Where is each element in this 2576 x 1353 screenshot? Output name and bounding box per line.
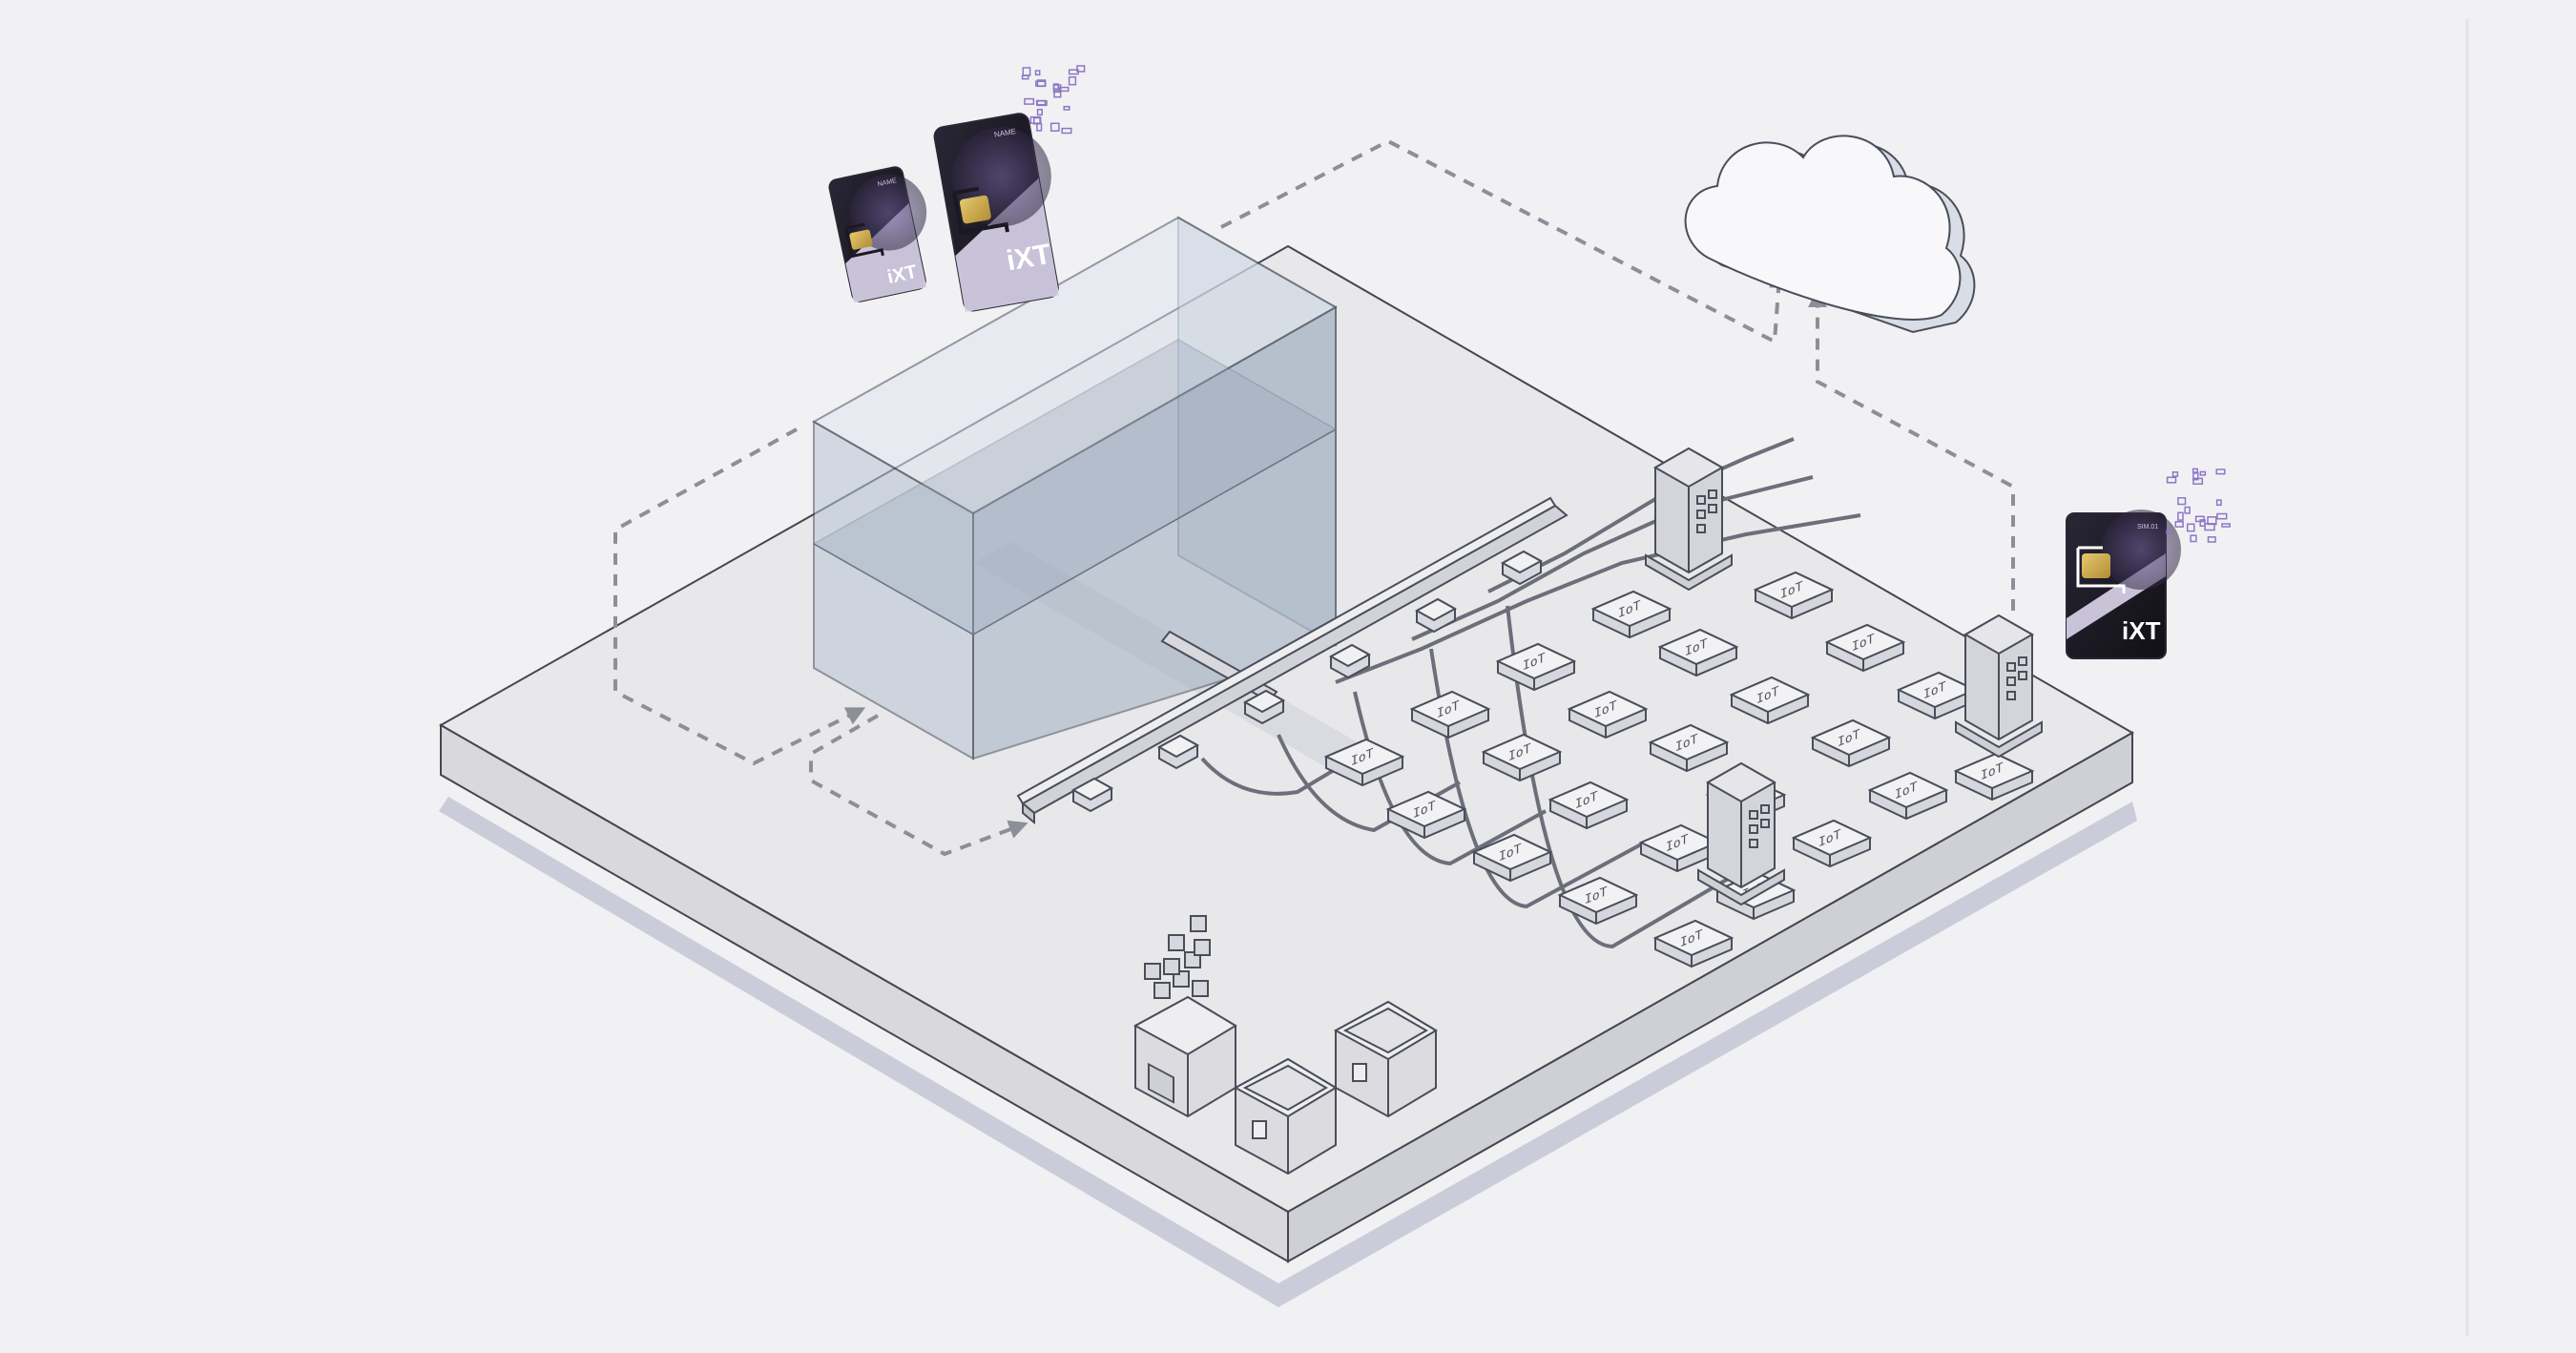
module-icon: IoT [1648, 723, 1730, 773]
bus-joint [1500, 550, 1544, 586]
bus-joint [1156, 734, 1200, 770]
module-icon: IoT [1753, 571, 1835, 620]
sim-small-text: NAME [993, 127, 1016, 139]
module-icon: IoT [1481, 733, 1563, 782]
data-bits-right [2166, 468, 2231, 543]
data-bit [2184, 506, 2191, 514]
data-bit [1052, 84, 1062, 94]
bus-joint [1414, 597, 1458, 634]
module-icon: IoT [1495, 642, 1577, 692]
sim-card-icon: iXT SIM.01 [2066, 510, 2181, 659]
data-bit [1063, 105, 1070, 111]
iot-module-grid: IoT IoT IoT IoT IoT IoT IoT IoT IoT IoT … [1323, 571, 2035, 968]
data-bit [2215, 499, 2222, 507]
buildings [1645, 447, 2043, 906]
module-icon: IoT [1567, 690, 1649, 739]
sim-card-icon: iXT NAME [933, 113, 1060, 313]
module-icon: IoT [1548, 781, 1630, 830]
flow-line-from-sim [1808, 288, 2015, 611]
module-icon: IoT [1652, 919, 1735, 968]
module-icon: IoT [1824, 623, 1906, 673]
storage-group [1132, 915, 1438, 1176]
data-bit [2166, 530, 2172, 534]
data-bit [2190, 534, 2197, 543]
data-bit [2204, 523, 2215, 531]
bus-joints [1070, 550, 1544, 813]
module-icon: IoT [1896, 671, 1978, 720]
data-bit [2177, 511, 2184, 521]
data-bit [1058, 86, 1070, 93]
data-bit [1035, 99, 1047, 106]
storage-bin-icon [1132, 915, 1237, 1118]
module-icon: IoT [1471, 833, 1553, 883]
flow-line-to-bus [809, 714, 1028, 857]
sim-card-icon: iXT NAME [828, 166, 927, 303]
data-bit [1035, 80, 1047, 87]
sim-brand-text: iXT [1004, 239, 1053, 278]
module-icon: IoT [1409, 690, 1491, 739]
data-bit [2174, 521, 2184, 528]
data-bit [1034, 70, 1041, 76]
data-bit [2221, 523, 2231, 528]
container-box-icon [1233, 1057, 1338, 1176]
data-bit [2177, 497, 2187, 506]
sim-small-text: SIM.01 [2137, 524, 2158, 531]
data-bit [1068, 76, 1077, 86]
data-bit [1036, 122, 1043, 132]
data-bit [1076, 65, 1086, 73]
data-bit [2207, 536, 2216, 543]
data-bit [1061, 127, 1072, 135]
data-bus-rail [1016, 496, 1568, 825]
data-bit [2192, 472, 2199, 481]
data-bit [1036, 108, 1043, 116]
module-icon: IoT [1953, 752, 2035, 801]
flow-line-to-cloud [1220, 138, 1789, 345]
building-icon [1645, 447, 1733, 592]
module-icon: IoT [1867, 771, 1949, 821]
cloud-icon [1684, 135, 1976, 334]
module-icon: IoT [1590, 590, 1672, 639]
data-bit [1024, 97, 1035, 105]
bus-joint [1242, 689, 1286, 725]
data-bit [2166, 476, 2177, 484]
module-icon: IoT [1657, 628, 1739, 677]
module-icon: IoT [1638, 823, 1720, 873]
module-icon: IoT [1557, 876, 1639, 926]
data-bit [1022, 67, 1031, 76]
data-bit [2199, 519, 2206, 528]
bus-joint [1328, 643, 1372, 679]
module-icon: IoT [1791, 819, 1873, 868]
data-bit [1021, 74, 1029, 80]
data-bit [1049, 122, 1060, 132]
module-icon: IoT [1810, 718, 1892, 768]
module-icon: IoT [1385, 790, 1467, 840]
data-bit [2215, 468, 2226, 475]
data-bit [1053, 90, 1062, 98]
data-bit [2186, 523, 2195, 532]
module-icon: IoT [1729, 676, 1811, 725]
data-bit [2216, 512, 2228, 520]
building-icon [1955, 614, 2043, 759]
building-icon [1697, 761, 1785, 906]
data-bit [1029, 115, 1041, 124]
dashed-flow-lines [613, 138, 2015, 857]
data-bit [2192, 468, 2198, 473]
data-bits-top [1021, 65, 1086, 135]
bus-joint [1070, 777, 1114, 813]
sim-small-text: NAME [877, 177, 898, 188]
module-icon: IoT [1323, 738, 1405, 787]
sim-brand-text: iXT [2122, 616, 2161, 645]
data-bit [2171, 471, 2179, 477]
glass-data-box [811, 216, 1374, 773]
data-bit [2199, 470, 2207, 476]
